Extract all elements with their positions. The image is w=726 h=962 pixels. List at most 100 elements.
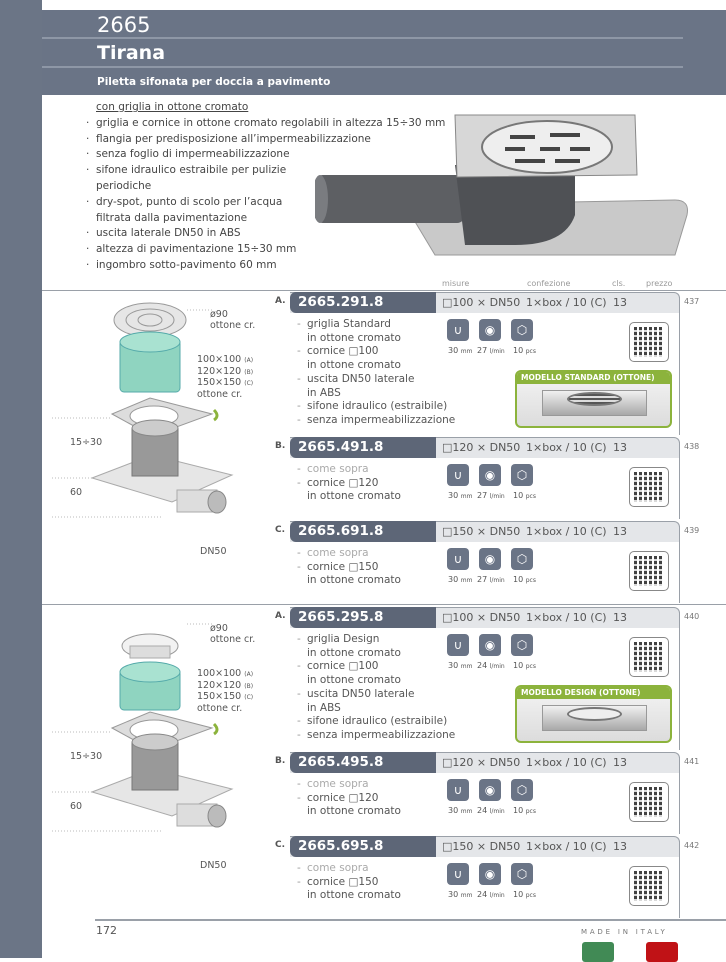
feature-item: senza foglio di impermeabilizzazione	[86, 147, 445, 163]
page-number: 172	[96, 924, 117, 937]
box-icon: ⬡	[511, 779, 533, 801]
packaging: 1×box / 10 (C)	[526, 441, 607, 454]
seal-label: 30 mm	[448, 346, 473, 355]
col-cls: cls.	[612, 279, 626, 288]
price-code: 437	[684, 297, 700, 306]
footer-line	[95, 919, 726, 921]
seal-label: 30 mm	[448, 491, 473, 500]
frame-sizes: 100×100 (A) 120×120 (B) 150×150 (C) otto…	[197, 354, 254, 400]
made-in-italy: MADE IN ITALY	[581, 928, 668, 936]
siphon-icon: ∪	[447, 464, 469, 486]
seal-label: 30 mm	[448, 661, 473, 670]
section-divider	[42, 290, 726, 291]
product-row: A. 2665.291.8 □100 × DN50 1×box / 10 (C)…	[270, 292, 726, 437]
box-icon: ⬡	[511, 319, 533, 341]
col-confezione: confezione	[527, 279, 571, 288]
measure: □150 × DN50	[442, 525, 521, 538]
box-icon: ⬡	[511, 548, 533, 570]
price-code: 439	[684, 526, 700, 535]
price-code: 441	[684, 757, 700, 766]
qr-code[interactable]	[629, 467, 669, 507]
packaging: 1×box / 10 (C)	[526, 525, 607, 538]
page-header: 2665 Tirana Piletta sifonata per doccia …	[42, 10, 726, 95]
depth: 60	[70, 801, 83, 812]
seal-label: 30 mm	[448, 806, 473, 815]
row-border	[679, 617, 680, 750]
flow-drop-icon: ◉	[479, 319, 501, 341]
outlet-size: DN50	[200, 546, 227, 557]
packaging: 1×box / 10 (C)	[526, 756, 607, 769]
siphon-icon: ∪	[447, 319, 469, 341]
qr-code[interactable]	[629, 866, 669, 906]
class: 13	[613, 296, 627, 309]
variant-letter: B.	[275, 441, 286, 451]
class: 13	[613, 840, 627, 853]
variant-letter: C.	[275, 840, 286, 850]
divider	[42, 37, 683, 39]
price-code: 438	[684, 442, 700, 451]
diagram-drawing	[52, 623, 234, 832]
product-row: B. 2665.495.8 □120 × DN50 1×box / 10 (C)…	[270, 752, 726, 836]
variant-letter: C.	[275, 525, 286, 535]
flag-green	[582, 942, 614, 962]
variant-letter: B.	[275, 756, 286, 766]
article-code[interactable]: 2665.495.8	[290, 752, 436, 773]
col-misure: misure	[442, 279, 470, 288]
product-subtitle: Piletta sifonata per doccia a pavimento	[97, 76, 331, 88]
flow-drop-icon: ◉	[479, 863, 501, 885]
flag-red	[646, 942, 678, 962]
article-code[interactable]: 2665.291.8	[290, 292, 436, 313]
variant-letter: A.	[275, 296, 286, 306]
measure: □150 × DN50	[442, 840, 521, 853]
article-code[interactable]: 2665.491.8	[290, 437, 436, 458]
flow-label: 27 l/min	[477, 491, 505, 500]
feature-item: dry-spot, punto di scolo per l’acqua fil…	[86, 195, 301, 227]
seal-label: 30 mm	[448, 890, 473, 899]
product-row: A. 2665.295.8 □100 × DN50 1×box / 10 (C)…	[270, 607, 726, 752]
pcs-label: 10 pcs	[513, 806, 536, 815]
class: 13	[613, 611, 627, 624]
article-code[interactable]: 2665.295.8	[290, 607, 436, 628]
height-range: 15÷30	[70, 751, 103, 762]
product-row: C. 2665.695.8 □150 × DN50 1×box / 10 (C)…	[270, 836, 726, 920]
depth: 60	[70, 487, 83, 498]
height-range: 15÷30	[70, 437, 103, 448]
product-code: 2665	[97, 13, 151, 37]
model-badge: MODELLO STANDARD (OTTONE)	[515, 370, 672, 428]
class: 13	[613, 441, 627, 454]
desc-item: senza impermeabilizzazione	[297, 729, 455, 743]
frame-sizes: 100×100 (A) 120×120 (B) 150×150 (C) otto…	[197, 668, 254, 714]
side-strip	[0, 0, 42, 958]
qr-code[interactable]	[629, 637, 669, 677]
pcs-label: 10 pcs	[513, 491, 536, 500]
feature-item: flangia per predisposizione all’impermea…	[86, 132, 445, 148]
measure: □120 × DN50	[442, 756, 521, 769]
qr-code[interactable]	[629, 322, 669, 362]
model-badge: MODELLO DESIGN (OTTONE)	[515, 685, 672, 743]
article-code[interactable]: 2665.695.8	[290, 836, 436, 857]
pcs-label: 10 pcs	[513, 346, 536, 355]
box-icon: ⬡	[511, 863, 533, 885]
divider	[42, 66, 683, 68]
desc-item: sifone idraulico (estraibile)	[297, 400, 455, 414]
feature-item: sifone idraulico estraibile per pulizie …	[86, 163, 301, 195]
row-border	[679, 302, 680, 435]
qr-code[interactable]	[629, 551, 669, 591]
section-divider	[42, 604, 726, 605]
flow-drop-icon: ◉	[479, 548, 501, 570]
pcs-label: 10 pcs	[513, 575, 536, 584]
qr-code[interactable]	[629, 782, 669, 822]
packaging: 1×box / 10 (C)	[526, 296, 607, 309]
diagram-drawing	[52, 302, 234, 518]
article-code[interactable]: 2665.691.8	[290, 521, 436, 542]
